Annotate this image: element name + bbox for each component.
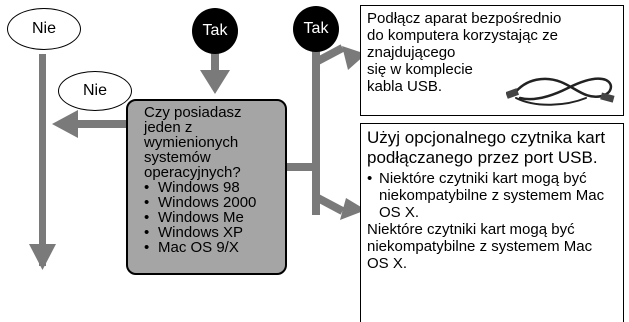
card-reader-bullet: Niektóre czytniki kart mogą być niekompa…: [367, 170, 617, 221]
usb-option-line4: się w komplecie: [367, 61, 473, 78]
no-label-top: Nie: [31, 20, 56, 37]
arrow-right-connector: [286, 163, 316, 171]
no-label-middle: Nie: [82, 82, 107, 99]
usb-option-line3: znajdującego: [367, 44, 456, 61]
arrow-right-vertical: [312, 50, 320, 215]
no-oval-middle: Nie: [58, 71, 132, 111]
usb-option-line5: kabla USB.: [367, 78, 443, 95]
no-oval-top: Nie: [7, 8, 81, 50]
arrow-to-box2-shaft: [314, 193, 345, 215]
card-reader-note: Niektóre czytniki kart mogą być niekompa…: [367, 221, 593, 272]
os-list: Windows 98 Windows 2000 Windows Me Windo…: [144, 180, 277, 255]
yes-label-right: Tak: [303, 20, 329, 37]
os-question-text: Czy posiadasz jeden z wymienionych syste…: [144, 104, 242, 181]
arrow-tak-down-head: [200, 70, 230, 94]
usb-option-line1: Podłącz aparat bezpośrednio: [367, 10, 562, 27]
card-reader-option-box: Użyj opcjonalnego czytnika kart podłącza…: [360, 123, 624, 322]
arrow-left-shaft: [74, 120, 128, 128]
yes-label-left: Tak: [202, 22, 228, 39]
os-list-item: Windows 2000: [144, 195, 277, 210]
yes-circle-left: Tak: [192, 8, 238, 54]
arrow-nie-down-head: [29, 244, 56, 270]
arrow-tak-down-shaft: [211, 50, 219, 78]
usb-cable-option-box: Podłącz aparat bezpośrednio do komputera…: [360, 5, 624, 116]
arrow-to-box2-head: [340, 198, 366, 220]
os-list-item: Windows 98: [144, 180, 277, 195]
arrow-nie-down-shaft: [39, 54, 46, 266]
os-list-item: Windows XP: [144, 225, 277, 240]
os-question-box: Czy posiadasz jeden z wymienionych syste…: [126, 99, 287, 275]
yes-circle-right: Tak: [293, 6, 339, 52]
usb-cable-icon: [506, 77, 615, 106]
os-list-item: Mac OS 9/X: [144, 240, 277, 255]
os-list-item: Windows Me: [144, 210, 277, 225]
arrow-left-head: [52, 110, 78, 138]
card-reader-text: Użyj opcjonalnego czytnika kart podłącza…: [367, 128, 606, 167]
usb-option-line2: do komputera korzystając ze: [367, 27, 558, 44]
arrow-to-box1-shaft: [314, 44, 345, 66]
